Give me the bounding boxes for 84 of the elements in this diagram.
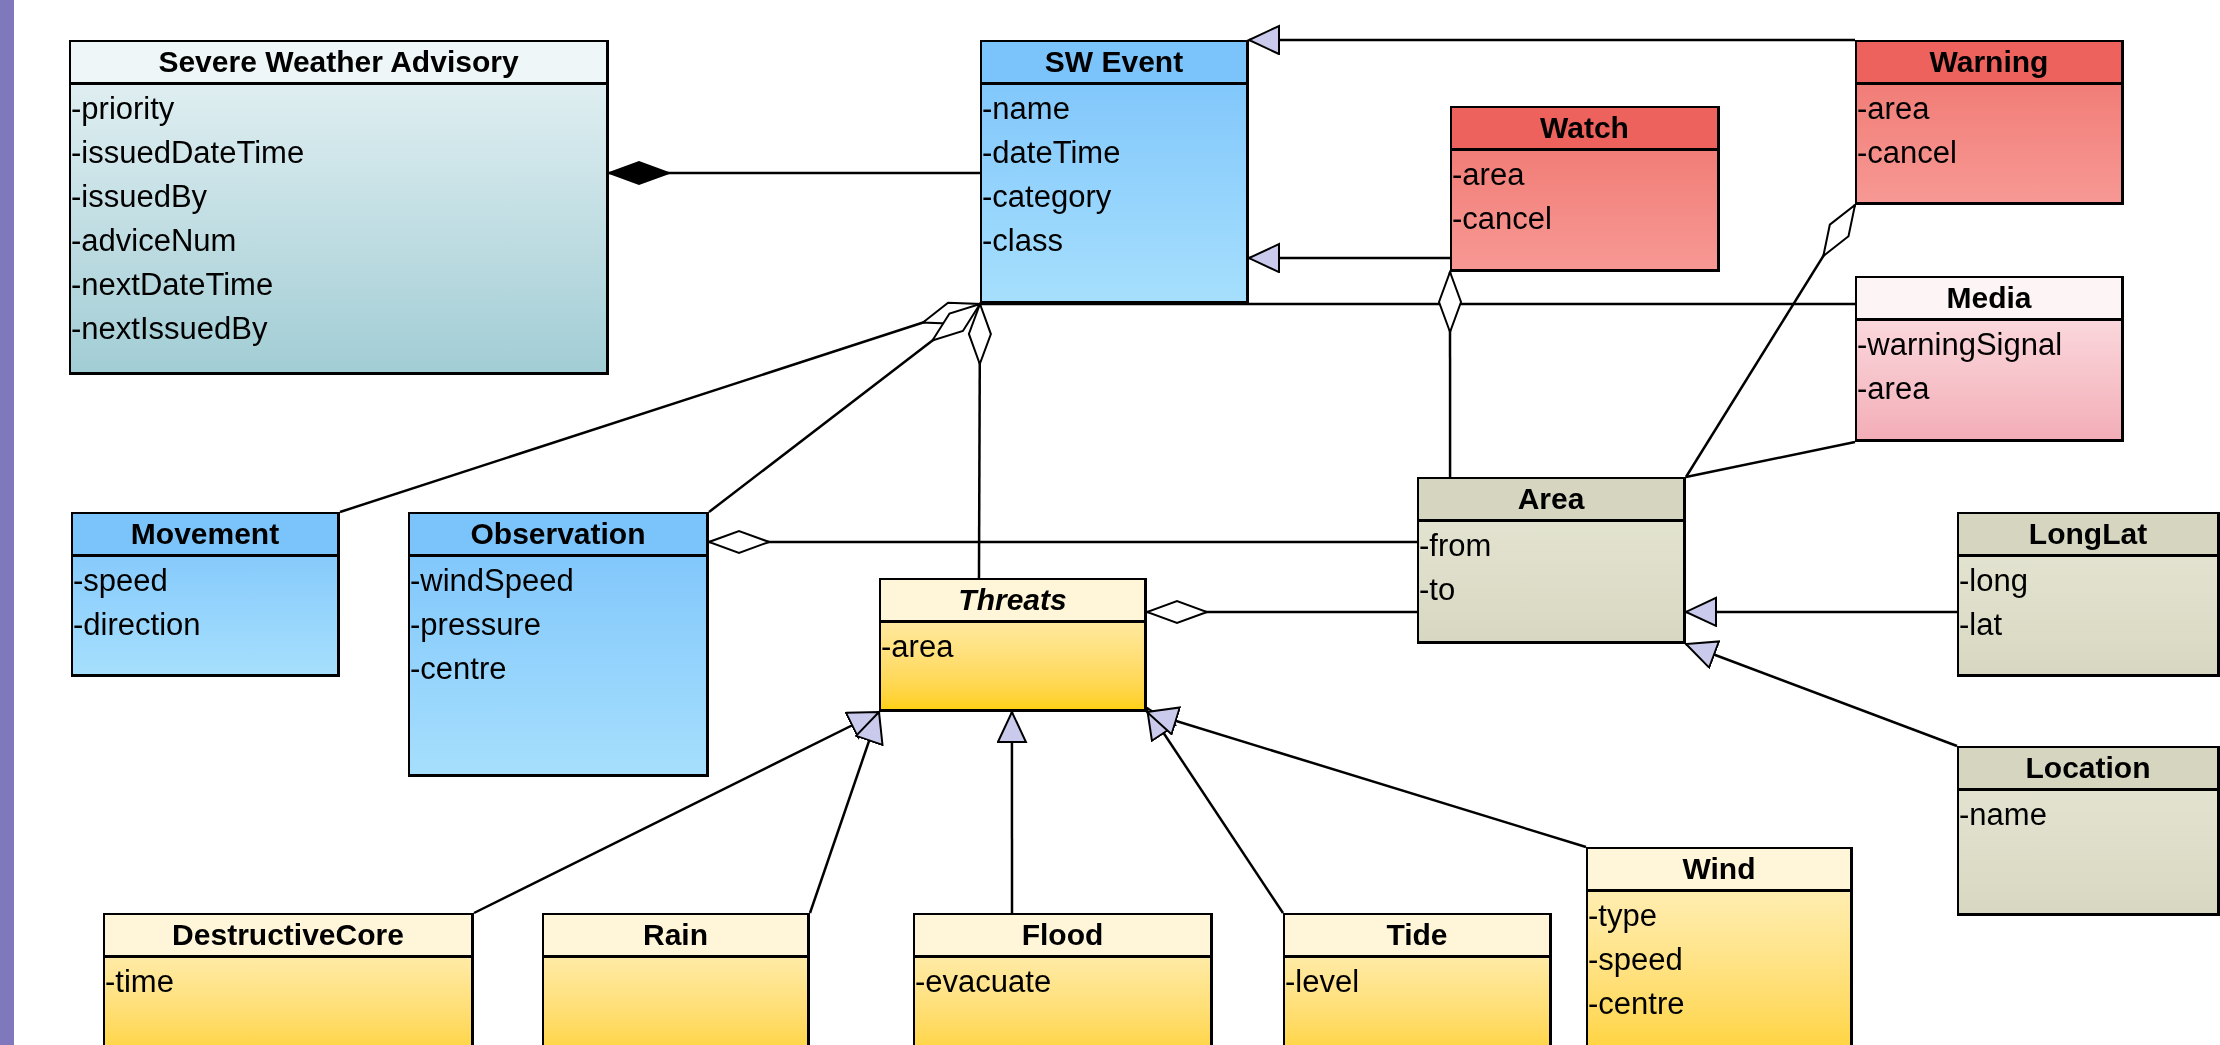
class-box: [103, 913, 474, 1045]
attribute-text: -evacuate: [915, 963, 1052, 1001]
aggregation-line: [339, 301, 981, 514]
class-box: [879, 578, 1147, 712]
generalization-arrow: [1145, 707, 1285, 914]
attribute-text: -category: [982, 178, 1112, 216]
attribute-text: -windSpeed: [410, 562, 574, 600]
aggregation-line: [708, 529, 1417, 554]
class-name: Wind: [1682, 854, 1756, 884]
class-name: Observation: [470, 519, 646, 549]
class-box: [542, 913, 810, 1045]
attribute-text: -nextDateTime: [71, 266, 274, 304]
aggregation-line: [967, 303, 992, 578]
class-name: Threats: [958, 585, 1067, 615]
class-name: Watch: [1540, 113, 1629, 143]
attribute-text: -lat: [1959, 606, 2003, 644]
class-name: Location: [2025, 753, 2151, 783]
attribute-text: -issuedBy: [71, 178, 208, 216]
class-box: [71, 512, 340, 677]
generalization-arrow: [473, 710, 880, 915]
class-box: [980, 40, 1249, 304]
attribute-text: -nextIssuedBy: [71, 310, 268, 348]
generalization-arrow: [1248, 243, 1450, 274]
class-box: [1957, 512, 2220, 677]
generalization-arrow: [1248, 25, 1855, 55]
attribute-text: -pressure: [410, 606, 541, 644]
attribute-text: -area: [1857, 90, 1930, 128]
generalization-arrow: [1685, 596, 1957, 627]
attribute-text: -cancel: [1857, 134, 1957, 172]
class-box: [1855, 276, 2124, 442]
generalization-arrow: [808, 711, 884, 914]
class-name: Tide: [1386, 920, 1448, 950]
class-box: [1957, 746, 2220, 916]
attribute-text: -name: [982, 90, 1070, 128]
class-name: Flood: [1021, 920, 1104, 950]
class-box: [1586, 847, 1853, 1045]
aggregation-line: [1684, 204, 1857, 478]
generalization-arrow: [996, 711, 1027, 913]
aggregation-line: [1438, 271, 1462, 477]
class-box: [1283, 913, 1552, 1045]
attribute-text: -level: [1285, 963, 1360, 1001]
class-box: [1855, 40, 2124, 205]
class-box: [69, 40, 609, 375]
attribute-text: -cancel: [1452, 200, 1552, 238]
attribute-text: -name: [1959, 796, 2047, 834]
class-name: Area: [1517, 484, 1585, 514]
attribute-text: -warningSignal: [1857, 326, 2063, 364]
attribute-text: -speed: [1588, 941, 1683, 979]
class-box: [408, 512, 709, 777]
attribute-text: -priority: [71, 90, 175, 128]
class-name: Media: [1946, 283, 2032, 313]
class-name: Movement: [130, 519, 280, 549]
attribute-text: -area: [1452, 156, 1525, 194]
class-name: Warning: [1929, 47, 2049, 77]
attribute-text: -direction: [73, 606, 201, 644]
class-name: Rain: [643, 920, 708, 950]
association-line: [1685, 440, 1856, 479]
composition-line: [608, 161, 980, 185]
class-name: SW Event: [1044, 47, 1184, 77]
class-name: LongLat: [2028, 519, 2148, 549]
association-line: [980, 302, 1855, 306]
class-name: Severe Weather Advisory: [158, 47, 519, 77]
attribute-text: -adviceNum: [71, 222, 237, 260]
attribute-text: -from: [1419, 527, 1492, 565]
generalization-arrow: [1685, 640, 1958, 748]
attribute-text: -centre: [410, 650, 507, 688]
attribute-text: -long: [1959, 562, 2028, 600]
attribute-text: -issuedDateTime: [71, 134, 305, 172]
class-box: [1417, 477, 1686, 644]
attribute-text: -type: [1588, 897, 1657, 935]
attribute-text: -class: [982, 222, 1063, 260]
aggregation-line: [1146, 600, 1417, 624]
class-box: [913, 913, 1213, 1045]
attribute-text: -time: [105, 963, 174, 1001]
attribute-text: -dateTime: [982, 134, 1121, 172]
attribute-text: -area: [881, 628, 954, 666]
attribute-text: -centre: [1588, 985, 1685, 1023]
class-name: DestructiveCore: [172, 920, 404, 950]
generalization-arrow: [1146, 706, 1587, 849]
attribute-text: -speed: [73, 562, 168, 600]
class-box: [1450, 106, 1720, 272]
attribute-text: -area: [1857, 370, 1930, 408]
aggregation-line: [708, 303, 981, 513]
attribute-text: -to: [1419, 571, 1456, 609]
